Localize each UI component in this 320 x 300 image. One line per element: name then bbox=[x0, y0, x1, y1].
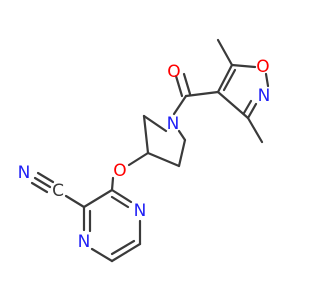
pyrrolidine-c4-c5 bbox=[177, 138, 187, 168]
carbonyl-bond-1 bbox=[174, 74, 184, 98]
pyrazine-c5-c6 bbox=[110, 242, 142, 263]
isoxazole-nitrogen-label: N bbox=[258, 86, 271, 106]
ether-o-to-pyrazine-bond bbox=[110, 176, 115, 192]
carbonyl-to-pyrrolidine-bond bbox=[172, 94, 188, 116]
pyrazine-to-nitrile-bond bbox=[64, 194, 86, 209]
isoxazole-o-n bbox=[264, 72, 270, 88]
carbonyl-to-isoxazole-bond bbox=[184, 90, 220, 98]
isoxazole-n-c3-inner bbox=[242, 99, 253, 115]
carbonyl-bond-2 bbox=[182, 72, 192, 96]
nitrile-triple-2 bbox=[36, 171, 55, 184]
pyrazine-nitrogen-1-label: N bbox=[78, 232, 91, 252]
methyl-c5-bond bbox=[216, 38, 234, 67]
pyrazine-c6-n1 bbox=[90, 247, 114, 263]
molecule-canvas: O O N N O N C N N bbox=[18, 38, 271, 263]
pyrazine-c5-c6-inner bbox=[110, 239, 136, 256]
c3-to-ether-o-bond bbox=[127, 151, 150, 167]
ether-oxygen-label: O bbox=[113, 161, 126, 181]
isoxazole-c4-c5-inner bbox=[222, 68, 237, 92]
isoxazole-c5-o bbox=[230, 63, 257, 69]
pyrrolidine-c5-n bbox=[177, 129, 187, 142]
pyrrolidine-c2-c3 bbox=[142, 114, 150, 155]
isoxazole-c4-c5 bbox=[216, 63, 234, 94]
nitrile-triple-3 bbox=[30, 181, 49, 194]
pyrazine-c3-c2 bbox=[82, 188, 114, 209]
pyrrolidine-n-c2 bbox=[142, 114, 168, 133]
pyrrolidine-nitrogen-label: N bbox=[167, 114, 180, 134]
bonds bbox=[30, 38, 270, 263]
pyrazine-c3-n4-inner bbox=[110, 195, 130, 209]
pyrrolidine-c3-c4 bbox=[146, 151, 181, 168]
carbonyl-oxygen-label: O bbox=[167, 62, 180, 82]
isoxazole-oxygen-label: O bbox=[256, 57, 269, 77]
nitrile-nitrogen-label: N bbox=[18, 163, 31, 183]
molecule-structure: O O N N O N C N N bbox=[18, 38, 271, 263]
methyl-c3-bond bbox=[246, 116, 264, 144]
atom-labels: O O N N O N C N N bbox=[18, 57, 271, 252]
isoxazole-n-c3 bbox=[246, 102, 258, 120]
nitrile-triple-1 bbox=[33, 176, 52, 189]
isoxazole-c3-c4 bbox=[216, 90, 250, 120]
pyrazine-nitrogen-4-label: N bbox=[134, 201, 147, 221]
nitrile-carbon-label: C bbox=[52, 181, 64, 201]
pyrazine-c3-n4 bbox=[110, 188, 133, 204]
